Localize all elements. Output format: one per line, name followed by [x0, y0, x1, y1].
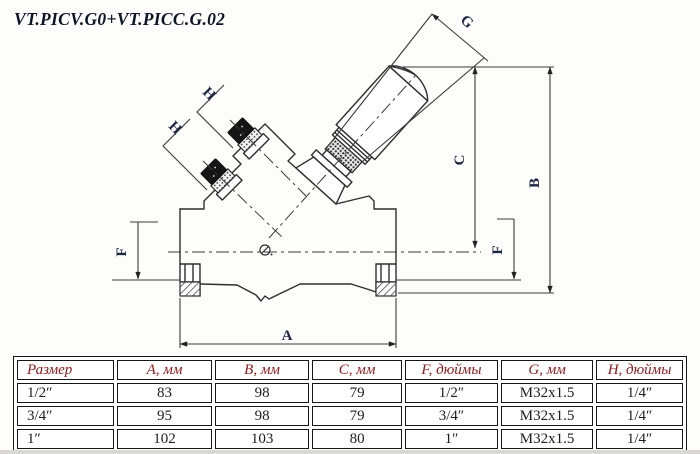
table-header-row: Размер A, мм B, мм C, мм F, дюймы G, мм …: [17, 360, 683, 380]
left-thread-hatch: [179, 281, 201, 297]
col-header-h: H, дюймы: [596, 360, 683, 380]
dimension-label-b: B: [527, 178, 543, 188]
dimension-label-c: C: [452, 155, 468, 166]
centerlines: [168, 74, 481, 253]
cell-g: M32x1.5: [501, 383, 594, 403]
cell-f: 3/4″: [404, 406, 499, 426]
cell-size: 1/2″: [17, 383, 115, 403]
right-port-boss: [375, 263, 397, 297]
col-header-b: B, мм: [214, 360, 310, 380]
dimension-label-g: G: [457, 12, 477, 32]
test-port-lower: [200, 158, 243, 201]
dimensions: A C B F F G H H: [112, 12, 554, 348]
cell-c: 80: [312, 429, 402, 449]
col-header-f: F, дюймы: [404, 360, 499, 380]
table-row: 1/2″ 83 98 79 1/2″ M32x1.5 1/4″: [17, 383, 683, 403]
cell-g: M32x1.5: [501, 406, 594, 426]
cell-h: 1/4″: [596, 406, 683, 426]
dimension-label-a: A: [282, 328, 293, 344]
right-thread-hatch: [375, 281, 397, 297]
cell-b: 98: [214, 406, 310, 426]
lower-port-centerline: [202, 160, 284, 239]
table-row: 3/4″ 95 98 79 3/4″ M32x1.5 1/4″: [17, 406, 683, 426]
cell-size: 1″: [17, 429, 115, 449]
cell-a: 83: [117, 383, 212, 403]
flow-mark: [259, 244, 273, 256]
cell-f: 1/2″: [404, 383, 499, 403]
dimension-label-f-right: F: [490, 245, 506, 254]
cell-b: 103: [214, 429, 310, 449]
cell-size: 3/4″: [17, 406, 115, 426]
col-header-c: C, мм: [312, 360, 402, 380]
col-header-g: G, мм: [501, 360, 594, 380]
page-title: VT.PICV.G0+VT.PICC.G.02: [14, 9, 226, 29]
dimension-label-h-upper: H: [199, 84, 219, 104]
cell-a: 95: [117, 406, 212, 426]
dim-bracket-h-upper: [196, 84, 234, 149]
cell-h: 1/4″: [596, 429, 683, 449]
cell-b: 98: [214, 383, 310, 403]
col-header-a: A, мм: [117, 360, 212, 380]
left-port-boss: [179, 263, 201, 297]
cell-c: 79: [312, 406, 402, 426]
spec-table: Размер A, мм B, мм C, мм F, дюймы G, мм …: [13, 356, 687, 453]
dim-bracket-h-lower: [162, 118, 208, 191]
dim-line-g: [431, 13, 489, 62]
cell-a: 102: [117, 429, 212, 449]
cell-f: 1″: [404, 429, 499, 449]
cell-h: 1/4″: [596, 383, 683, 403]
actuator-centerline: [268, 74, 417, 239]
valve-drawing: A C B F F G H H: [112, 12, 554, 348]
cell-c: 79: [312, 383, 402, 403]
cell-g: M32x1.5: [501, 429, 594, 449]
dimension-label-h-lower: H: [165, 118, 185, 138]
page-edge: [0, 450, 700, 454]
table-row: 1″ 102 103 80 1″ M32x1.5 1/4″: [17, 429, 683, 449]
upper-port-centerline: [229, 119, 307, 197]
dimension-label-f-left: F: [114, 247, 130, 256]
col-header-size: Размер: [17, 360, 115, 380]
